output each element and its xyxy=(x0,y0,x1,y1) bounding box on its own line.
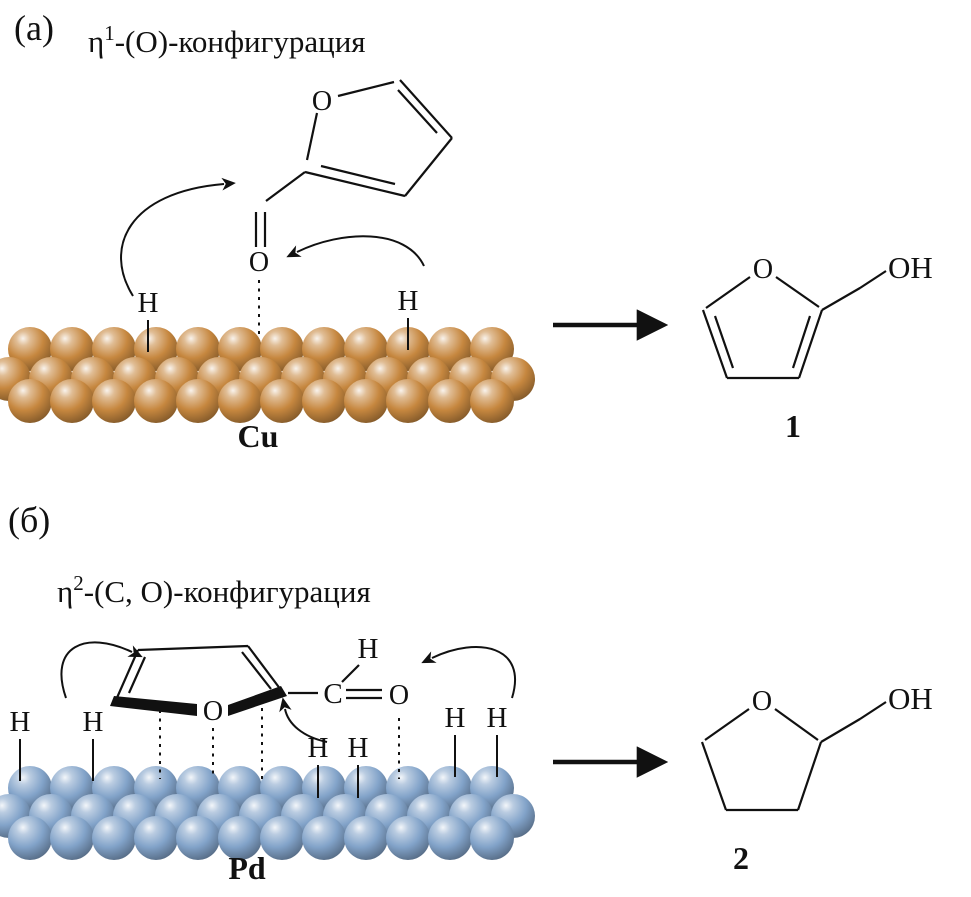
hydroxyl-label: OH xyxy=(888,250,933,285)
metal-atom xyxy=(218,816,262,860)
product-number: 2 xyxy=(733,840,749,876)
carbonyl-c-h-bond xyxy=(341,664,360,683)
panel-b: (б) η2-(С, О)-конфигурация Pd O C H O H … xyxy=(0,500,933,886)
metal-atom xyxy=(260,379,304,423)
hydroxyl-label: OH xyxy=(888,681,933,716)
title-superscript: 2 xyxy=(73,571,84,595)
product-furfuryl-alcohol: O OH 1 xyxy=(701,250,933,444)
metal-atom xyxy=(50,816,94,860)
product-ring-bonds xyxy=(701,276,824,380)
metal-atom xyxy=(344,816,388,860)
h-atom-label: H xyxy=(487,702,508,734)
metal-atom xyxy=(428,816,472,860)
h-atom-label: H xyxy=(10,706,31,738)
ring-oxygen-label: O xyxy=(752,686,772,717)
metal-atom xyxy=(302,379,346,423)
carbonyl-double-bond xyxy=(254,212,267,247)
furfural-molecule-flat: O C H O xyxy=(110,633,409,779)
surface-label-pd: Pd xyxy=(228,850,266,886)
metal-atom xyxy=(470,816,514,860)
metal-atom xyxy=(92,379,136,423)
hydroxymethyl-bonds xyxy=(820,701,887,743)
metal-atom xyxy=(428,379,472,423)
ring-oxygen-label: O xyxy=(203,696,223,727)
h-atom-label: H xyxy=(348,732,369,764)
carbonyl-hydrogen-label: H xyxy=(358,633,379,665)
metal-atom xyxy=(218,379,262,423)
surface-label-cu: Cu xyxy=(238,418,279,454)
panel-b-label: (б) xyxy=(8,500,50,540)
furan-ring-bonds xyxy=(265,79,453,202)
metal-atom xyxy=(176,379,220,423)
furan-ring-bonds xyxy=(114,644,285,701)
metal-atom xyxy=(50,379,94,423)
surface-hydrogens-a: H H xyxy=(138,285,419,352)
hydroxymethyl-bonds xyxy=(821,270,887,311)
carbonyl-double-bond xyxy=(346,688,382,700)
h-atom-label: H xyxy=(308,732,329,764)
carbonyl-oxygen-label: O xyxy=(389,680,409,711)
h-transfer-arrow-right xyxy=(286,235,425,267)
product-ring-double-bonds xyxy=(713,315,812,369)
furan-ring-double-bonds xyxy=(320,89,438,186)
furfural-molecule: O O xyxy=(249,79,453,335)
product-ring-bonds xyxy=(700,708,823,812)
metal-atom xyxy=(344,379,388,423)
h-transfer-arrow-left xyxy=(120,177,236,297)
ring-oxygen-label: O xyxy=(312,86,332,117)
metal-atom xyxy=(92,816,136,860)
cu-surface-atoms xyxy=(0,327,535,423)
product-tetrahydrofurfuryl-alcohol: O OH 2 xyxy=(700,681,933,876)
h-atom-label: H xyxy=(398,285,419,317)
metal-atom xyxy=(470,379,514,423)
metal-atom xyxy=(8,379,52,423)
metal-atom xyxy=(134,816,178,860)
h-surface-bonds xyxy=(19,735,498,798)
metal-atom xyxy=(386,379,430,423)
metal-atom xyxy=(386,816,430,860)
panel-a-title: η1-(О)-конфигурация xyxy=(88,21,366,59)
ring-oxygen-label: O xyxy=(753,254,773,285)
h-transfer-arrow-left xyxy=(60,641,143,699)
title-eta: η xyxy=(88,24,104,59)
metal-atom xyxy=(8,816,52,860)
h-transfer-arrow-middle xyxy=(279,697,328,743)
panel-a-label: (а) xyxy=(14,8,54,48)
adsorption-dashed-bonds xyxy=(159,708,400,779)
carbonyl-oxygen-label: O xyxy=(249,247,269,278)
ring-wedge-bond-right xyxy=(228,686,287,716)
furan-ring-double-bonds xyxy=(127,651,272,694)
h-transfer-arrow-right xyxy=(421,646,516,699)
metal-atom xyxy=(134,379,178,423)
h-surface-bonds xyxy=(147,318,409,352)
metal-atom xyxy=(260,816,304,860)
h-atom-label: H xyxy=(83,706,104,738)
title-rest: -(О)-конфигурация xyxy=(115,24,366,59)
pd-surface-atoms xyxy=(0,766,535,860)
carbonyl-carbon-label: C xyxy=(323,678,342,710)
surface-hydrogens-b: H H H H H H xyxy=(10,702,508,798)
title-superscript: 1 xyxy=(104,21,115,45)
h-atom-label: H xyxy=(445,702,466,734)
title-rest: -(С, О)-конфигурация xyxy=(84,574,371,609)
panel-a: (а) η1-(О)-конфигурация Cu O O H H xyxy=(0,8,933,454)
ring-wedge-bond-left xyxy=(110,696,197,716)
h-atom-label: H xyxy=(138,287,159,319)
product-number: 1 xyxy=(785,408,801,444)
metal-atom xyxy=(176,816,220,860)
panel-b-title: η2-(С, О)-конфигурация xyxy=(57,571,371,609)
metal-atom xyxy=(302,816,346,860)
title-eta: η xyxy=(57,574,73,609)
